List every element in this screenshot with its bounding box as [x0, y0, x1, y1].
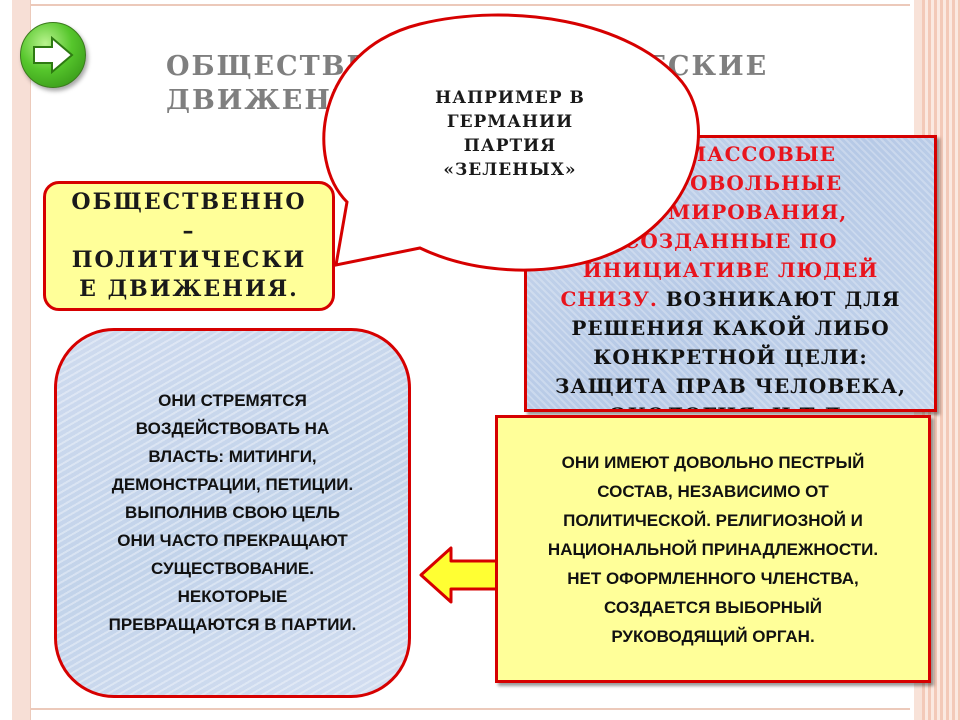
slide-rule-top — [30, 4, 910, 6]
term-line: Е ДВИЖЕНИЯ. — [79, 276, 299, 302]
definition-red-word: СНИЗУ. — [560, 287, 658, 311]
term-line: – — [182, 218, 196, 244]
composition-line: РУКОВОДЯЩИЙ ОРГАН. — [611, 626, 815, 646]
goals-line: ОНИ ЧАСТО ПРЕКРАЩАЮТ — [117, 531, 348, 550]
definition-black-tail: ВОЗНИКАЮТ ДЛЯ — [657, 287, 901, 311]
speech-bubble — [322, 13, 700, 272]
composition-line: НЕТ ОФОРМЛЕННОГО ЧЛЕНСТВА, — [567, 568, 859, 588]
goals-line: ДЕМОНСТРАЦИИ, ПЕТИЦИИ. — [111, 475, 354, 494]
definition-black-line: ЭКОЛОГИЯ, И Т.Д. — [533, 401, 928, 409]
term-line: ОБЩЕСТВЕННО — [71, 189, 307, 215]
goals-line: ВОЗДЕЙСТВОВАТЬ НА — [135, 419, 330, 438]
right-arrow-icon — [33, 36, 74, 74]
slide-rule-bottom — [30, 708, 910, 710]
composition-text: ОНИ ИМЕЮТ ДОВОЛЬНО ПЕСТРЫЙ СОСТАВ, НЕЗАВ… — [548, 448, 878, 651]
definition-black-line: ЗАЩИТА ПРАВ ЧЕЛОВЕКА, — [555, 374, 906, 398]
goals-line: ПРЕВРАЩАЮТСЯ В ПАРТИИ. — [108, 615, 357, 634]
composition-line: СОСТАВ, НЕЗАВИСИМО ОТ — [597, 481, 829, 501]
bubble-text: НАПРИМЕР В ГЕРМАНИИ ПАРТИЯ «ЗЕЛЕНЫХ» — [400, 86, 620, 182]
goals-line: ВЛАСТЬ: МИТИНГИ, — [148, 447, 317, 466]
bubble-line: «ЗЕЛЕНЫХ» — [443, 160, 577, 180]
goals-box: ОНИ СТРЕМЯТСЯ ВОЗДЕЙСТВОВАТЬ НА ВЛАСТЬ: … — [54, 328, 411, 698]
goals-line: СУЩЕСТВОВАНИЕ. — [151, 559, 314, 578]
bubble-line: ПАРТИЯ — [463, 136, 557, 156]
term-text: ОБЩЕСТВЕННО – ПОЛИТИЧЕСКИ Е ДВИЖЕНИЯ. — [71, 188, 306, 304]
goals-line: ОНИ СТРЕМЯТСЯ — [158, 391, 307, 410]
goals-line: ВЫПОЛНИВ СВОЮ ЦЕЛЬ — [125, 503, 340, 522]
composition-line: НАЦИОНАЛЬНОЙ ПРИНАДЛЕЖНОСТИ. — [547, 539, 879, 559]
bubble-line: НАПРИМЕР В — [435, 88, 585, 108]
composition-line: ОНИ ИМЕЮТ ДОВОЛЬНО ПЕСТРЫЙ — [561, 452, 865, 472]
goals-text: ОНИ СТРЕМЯТСЯ ВОЗДЕЙСТВОВАТЬ НА ВЛАСТЬ: … — [109, 387, 357, 639]
slide-frame-left — [12, 0, 31, 720]
definition-mixed-line: СНИЗУ. ВОЗНИКАЮТ ДЛЯ — [533, 285, 928, 314]
composition-line: ПОЛИТИЧЕСКОЙ. РЕЛИГИОЗНОЙ И — [563, 510, 863, 530]
next-slide-button[interactable] — [20, 22, 86, 88]
term-box: ОБЩЕСТВЕННО – ПОЛИТИЧЕСКИ Е ДВИЖЕНИЯ. — [43, 181, 335, 311]
definition-red-line: СОЗДАННЫЕ ПО — [623, 229, 838, 253]
bubble-line: ГЕРМАНИИ — [446, 112, 574, 132]
definition-black-line: КОНКРЕТНОЙ ЦЕЛИ: — [593, 345, 868, 369]
term-line: ПОЛИТИЧЕСКИ — [71, 247, 307, 273]
goals-line: НЕКОТОРЫЕ — [177, 587, 288, 606]
composition-line: СОЗДАЕТСЯ ВЫБОРНЫЙ — [604, 597, 822, 617]
definition-red-line: ИНИЦИАТИВЕ ЛЮДЕЙ — [582, 258, 879, 282]
definition-black-line: РЕШЕНИЯ КАКОЙ ЛИБО — [571, 316, 890, 340]
composition-box: ОНИ ИМЕЮТ ДОВОЛЬНО ПЕСТРЫЙ СОСТАВ, НЕЗАВ… — [495, 415, 931, 683]
